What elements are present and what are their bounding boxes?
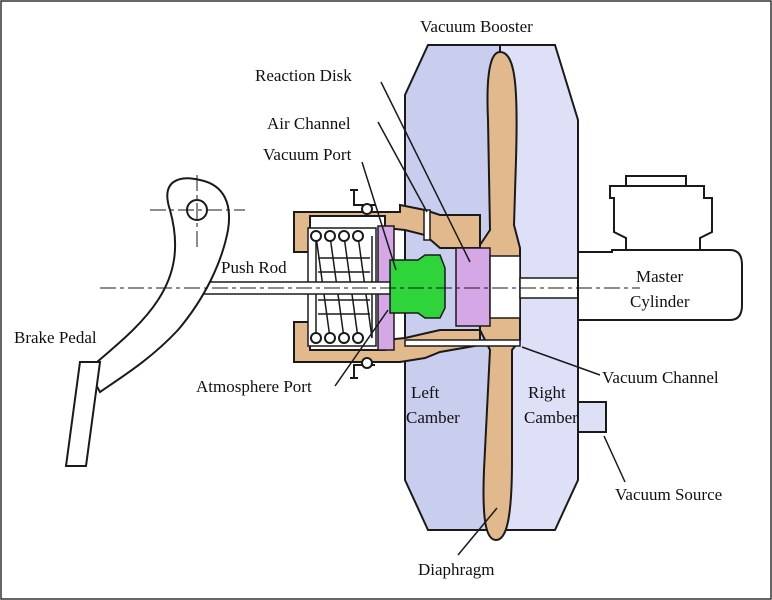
label-atmosphere-port: Atmosphere Port (196, 377, 312, 396)
master-cylinder-reservoir (609, 185, 713, 251)
leader-lines (334, 81, 626, 556)
reservoir-cap (625, 175, 687, 187)
label-left-camber-line2: Camber (406, 408, 460, 427)
output-flange (489, 255, 521, 319)
label-air-channel: Air Channel (267, 114, 351, 133)
valve-plunger (389, 254, 446, 319)
air-channel-slot (423, 209, 431, 241)
label-push-rod: Push Rod (221, 258, 287, 277)
label-left-camber-line1: Left (411, 383, 440, 402)
vacuum-channel-slot (404, 339, 521, 347)
vacuum-source-port (577, 401, 607, 433)
label-brake-pedal: Brake Pedal (14, 328, 97, 347)
label-right-camber-line2: Camber (524, 408, 578, 427)
seal-ring-lower (361, 357, 373, 369)
label-right-camber-line1: Right (528, 383, 566, 402)
label-master-cylinder-line1: Master (636, 267, 684, 286)
label-vacuum-channel: Vacuum Channel (602, 368, 719, 387)
spring-coils (310, 230, 364, 344)
label-vacuum-port: Vacuum Port (263, 145, 352, 164)
label-vacuum-source: Vacuum Source (615, 485, 722, 504)
master-cylinder (577, 249, 743, 321)
brake-pedal-pad (64, 361, 102, 467)
brake-pedal-arm (86, 177, 230, 394)
label-diaphragm: Diaphragm (418, 560, 494, 579)
label-vacuum-booster: Vacuum Booster (420, 17, 533, 36)
seal-ring-upper (361, 203, 373, 215)
label-reaction-disk: Reaction Disk (255, 66, 352, 85)
center-lines (100, 175, 640, 289)
label-master-cylinder-line2: Cylinder (630, 292, 690, 311)
reaction-disk (455, 247, 491, 327)
